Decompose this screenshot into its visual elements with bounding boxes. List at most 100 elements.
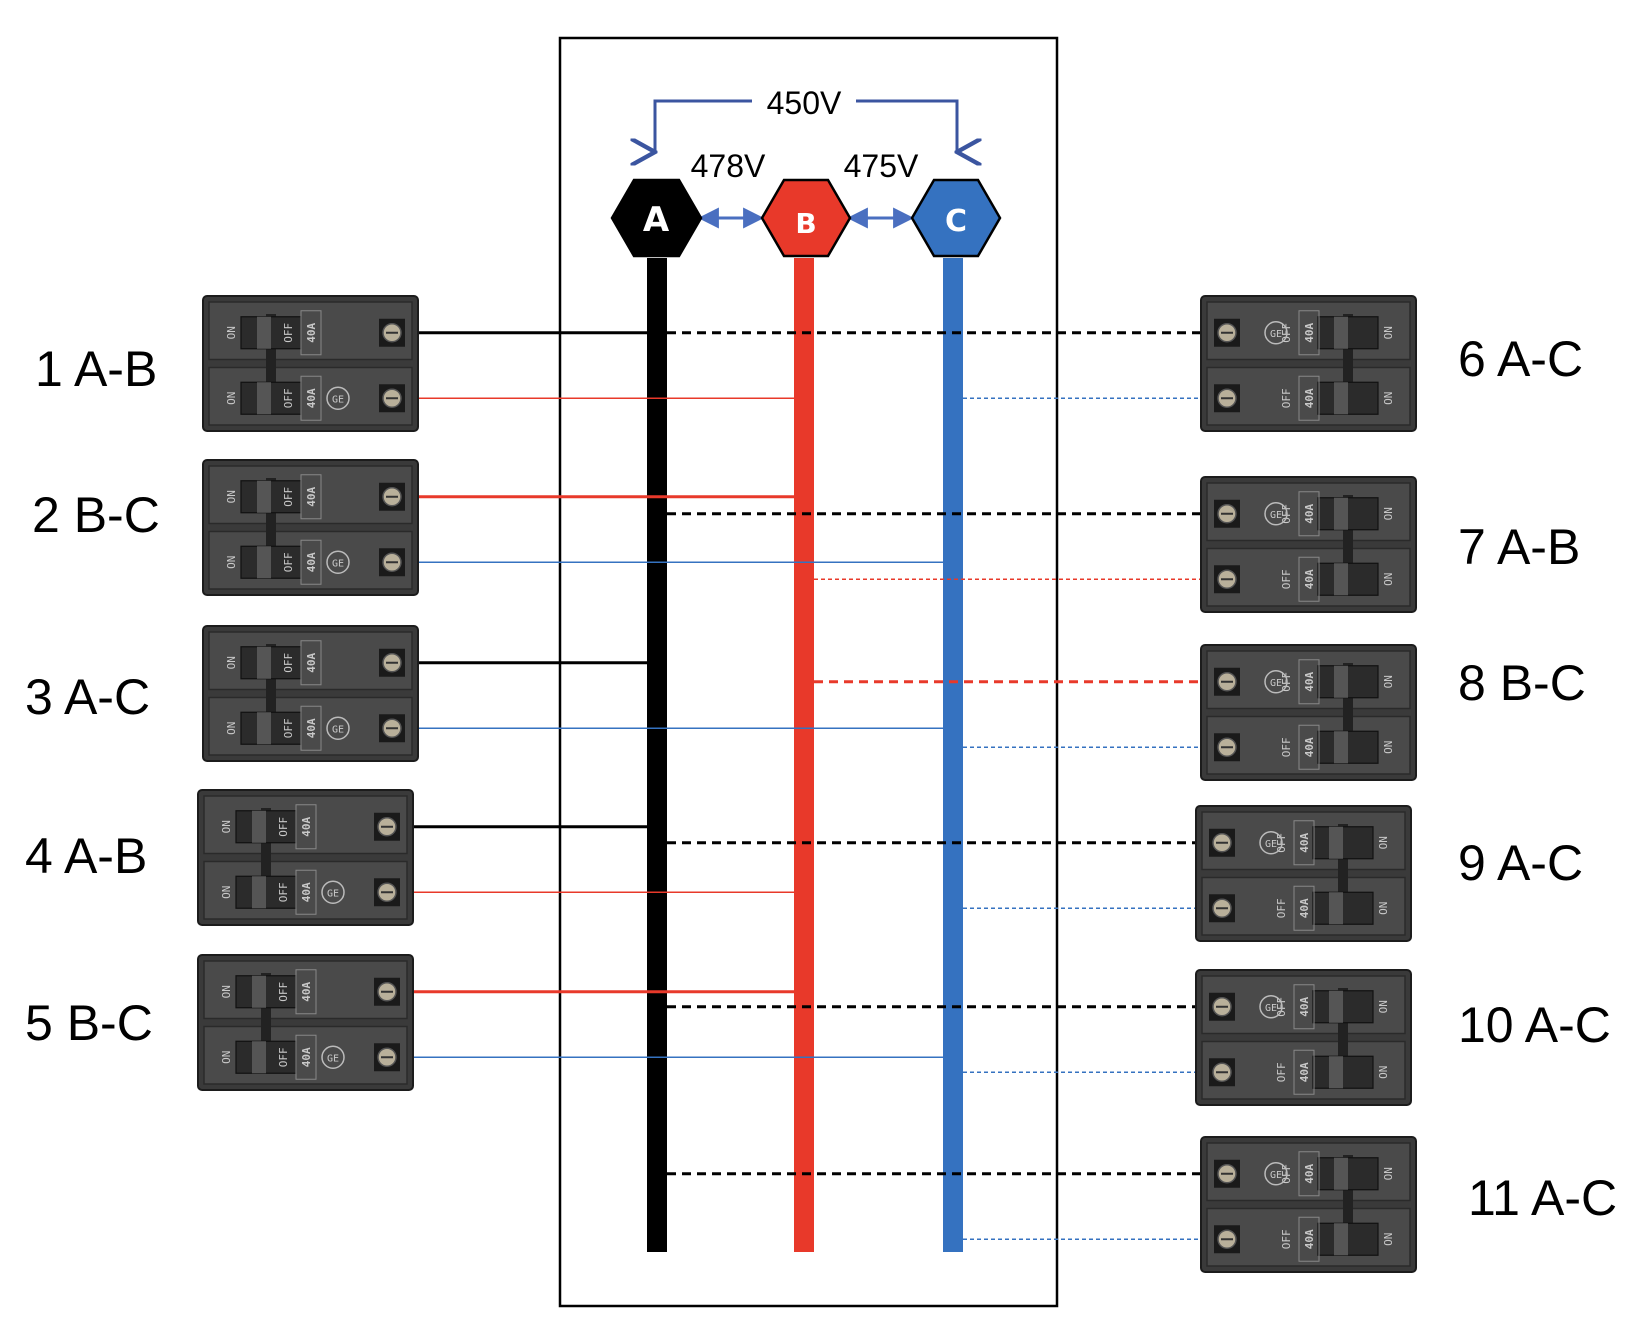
on-marking: ON: [1377, 1066, 1390, 1079]
rating-box: [1298, 491, 1320, 537]
phase-b-label: B: [795, 207, 816, 240]
rating-box: [1293, 820, 1315, 866]
phase-a-hexagon: A: [610, 178, 703, 258]
rating-box: [1298, 556, 1320, 602]
handle-grip: [252, 1041, 266, 1074]
handle-grip: [1334, 731, 1348, 764]
handle-tie: [1343, 663, 1353, 762]
rating-box: [295, 1034, 317, 1080]
handle-grip: [1334, 1157, 1348, 1190]
handle-grip: [257, 646, 271, 679]
rating-box: [1293, 984, 1315, 1030]
handle-grip: [1334, 497, 1348, 530]
handle-grip: [1334, 382, 1348, 415]
rating-marking: 40A: [1303, 1229, 1316, 1249]
rating-marking: 40A: [305, 322, 318, 342]
breaker-label-left-1: 1 A-B: [35, 341, 157, 397]
brand-logo-icon: [321, 1045, 345, 1069]
off-marking: OFF: [1280, 388, 1293, 408]
breaker-label-left-5: 5 B-C: [25, 995, 153, 1051]
handle-tie: [1338, 988, 1348, 1087]
rating-box: [1298, 375, 1320, 421]
rating-marking: 40A: [1303, 671, 1316, 691]
off-marking: OFF: [1280, 737, 1293, 757]
on-marking: ON: [1377, 836, 1390, 849]
rating-marking: 40A: [1303, 322, 1316, 342]
handle-tie: [1343, 495, 1353, 594]
rating-box: [1298, 724, 1320, 770]
breaker-labels: 1 A-B2 B-C3 A-C4 A-B5 B-C6 A-C7 A-B8 B-C…: [25, 331, 1617, 1226]
rating-marking: 40A: [1298, 996, 1311, 1016]
rating-marking: 40A: [300, 882, 313, 902]
brand-logo-icon: [321, 880, 345, 904]
on-marking: ON: [225, 656, 238, 669]
handle-grip: [1329, 826, 1343, 859]
breaker-label-left-4: 4 A-B: [25, 828, 147, 884]
handle-tie: [1338, 824, 1348, 923]
rating-marking: 40A: [300, 981, 313, 1001]
on-marking: ON: [1382, 1167, 1395, 1180]
rating-box: [295, 869, 317, 915]
brand-logo-icon: [1264, 670, 1288, 694]
rating-box: [1298, 659, 1320, 705]
off-marking: OFF: [1280, 1229, 1293, 1249]
rating-marking: 40A: [1303, 737, 1316, 757]
brand-marking: GE: [1270, 510, 1282, 521]
handle-tie: [261, 808, 271, 907]
on-marking: ON: [1377, 902, 1390, 915]
off-marking: OFF: [277, 982, 290, 1002]
breaker-pole-top: [1206, 482, 1411, 542]
rating-box: [300, 705, 322, 751]
on-marking: ON: [220, 820, 233, 833]
rating-marking: 40A: [1303, 503, 1316, 523]
rating-marking: 40A: [1303, 388, 1316, 408]
brand-marking: GE: [1270, 329, 1282, 340]
on-marking: ON: [1382, 675, 1395, 688]
breaker-label-right-6: 11 A-C: [1468, 1170, 1617, 1226]
phase-a-label: A: [643, 200, 670, 240]
brand-marking: GE: [1265, 1003, 1277, 1014]
bus-bar-b: [794, 258, 814, 1252]
rating-marking: 40A: [305, 486, 318, 506]
off-marking: OFF: [282, 323, 295, 343]
on-marking: ON: [1382, 573, 1395, 586]
handle-tie: [1343, 314, 1353, 413]
bus-bar-c: [943, 258, 963, 1252]
breaker-label-right-3: 8 B-C: [1458, 655, 1586, 711]
on-marking: ON: [220, 1051, 233, 1064]
handle-grip: [1329, 892, 1343, 925]
rating-marking: 40A: [1298, 898, 1311, 918]
handle-grip: [257, 712, 271, 745]
brand-marking: GE: [1270, 678, 1282, 689]
breaker-label-left-2: 2 B-C: [32, 487, 160, 543]
brand-logo-icon: [326, 550, 350, 574]
handle-tie: [266, 644, 276, 743]
brand-logo-icon: [326, 386, 350, 410]
brand-marking: GE: [327, 1053, 339, 1064]
rating-box: [1298, 310, 1320, 356]
rating-box: [295, 969, 317, 1015]
handle-tie: [1343, 1155, 1353, 1254]
off-marking: OFF: [1275, 1062, 1288, 1082]
off-marking: OFF: [1275, 898, 1288, 918]
rating-box: [300, 539, 322, 585]
rating-box: [1293, 1049, 1315, 1095]
off-marking: OFF: [277, 882, 290, 902]
rating-box: [1293, 885, 1315, 931]
rating-marking: 40A: [1298, 1062, 1311, 1082]
voltage-bracket-a-c: 450V: [655, 85, 957, 152]
voltage-b-c-label: 475V: [844, 148, 919, 184]
brand-marking: GE: [1265, 839, 1277, 850]
